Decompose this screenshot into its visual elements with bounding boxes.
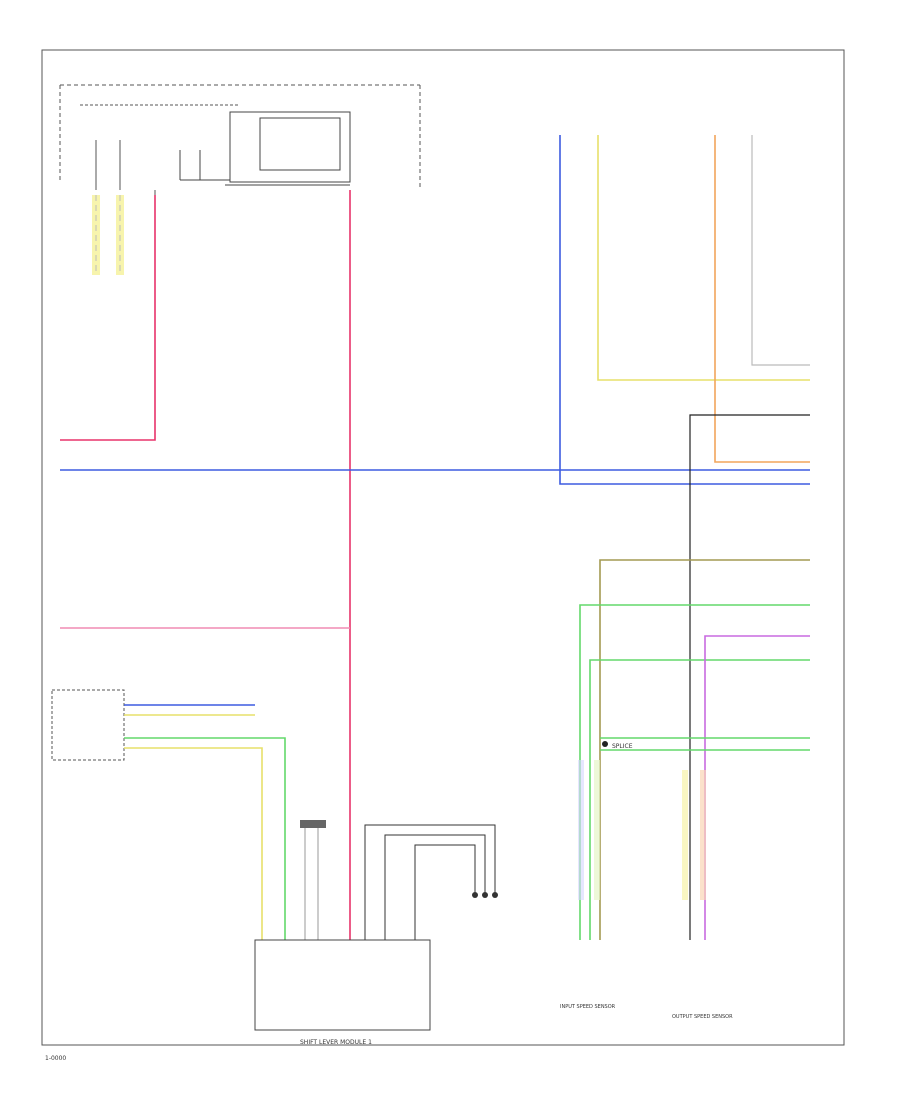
harness-black — [364, 824, 498, 940]
connector-left-bottom — [51, 689, 286, 940]
diagram-frame — [41, 49, 845, 1046]
wire-red-left — [60, 195, 156, 441]
fuse-relay-block — [59, 84, 421, 290]
speed-sensor-right-connector — [682, 770, 706, 900]
wire-black — [689, 414, 810, 940]
splice-dot — [602, 741, 608, 747]
speed-sensor-right-label: OUTPUT SPEED SENSOR — [672, 1014, 733, 1020]
wire-purple — [704, 635, 810, 940]
connector-pair-left — [92, 195, 124, 275]
wire-orange — [714, 135, 810, 463]
footer-code: 1-0000 — [45, 1055, 66, 1062]
wire-gray-right — [751, 135, 810, 366]
connector-middle — [300, 820, 326, 940]
wire-blue-vertical — [559, 135, 810, 485]
splice-label: SPLICE — [612, 743, 633, 750]
speed-sensor-left-label: INPUT SPEED SENSOR — [560, 1004, 616, 1010]
shift-lever-module — [254, 939, 431, 1031]
wire-green-1 — [579, 604, 810, 940]
wire-green-2 — [589, 659, 810, 940]
speed-sensor-left-connector — [578, 760, 600, 900]
wire-yellow-right — [597, 135, 810, 381]
module-label: SHIFT LEVER MODULE 1 — [300, 1039, 372, 1046]
